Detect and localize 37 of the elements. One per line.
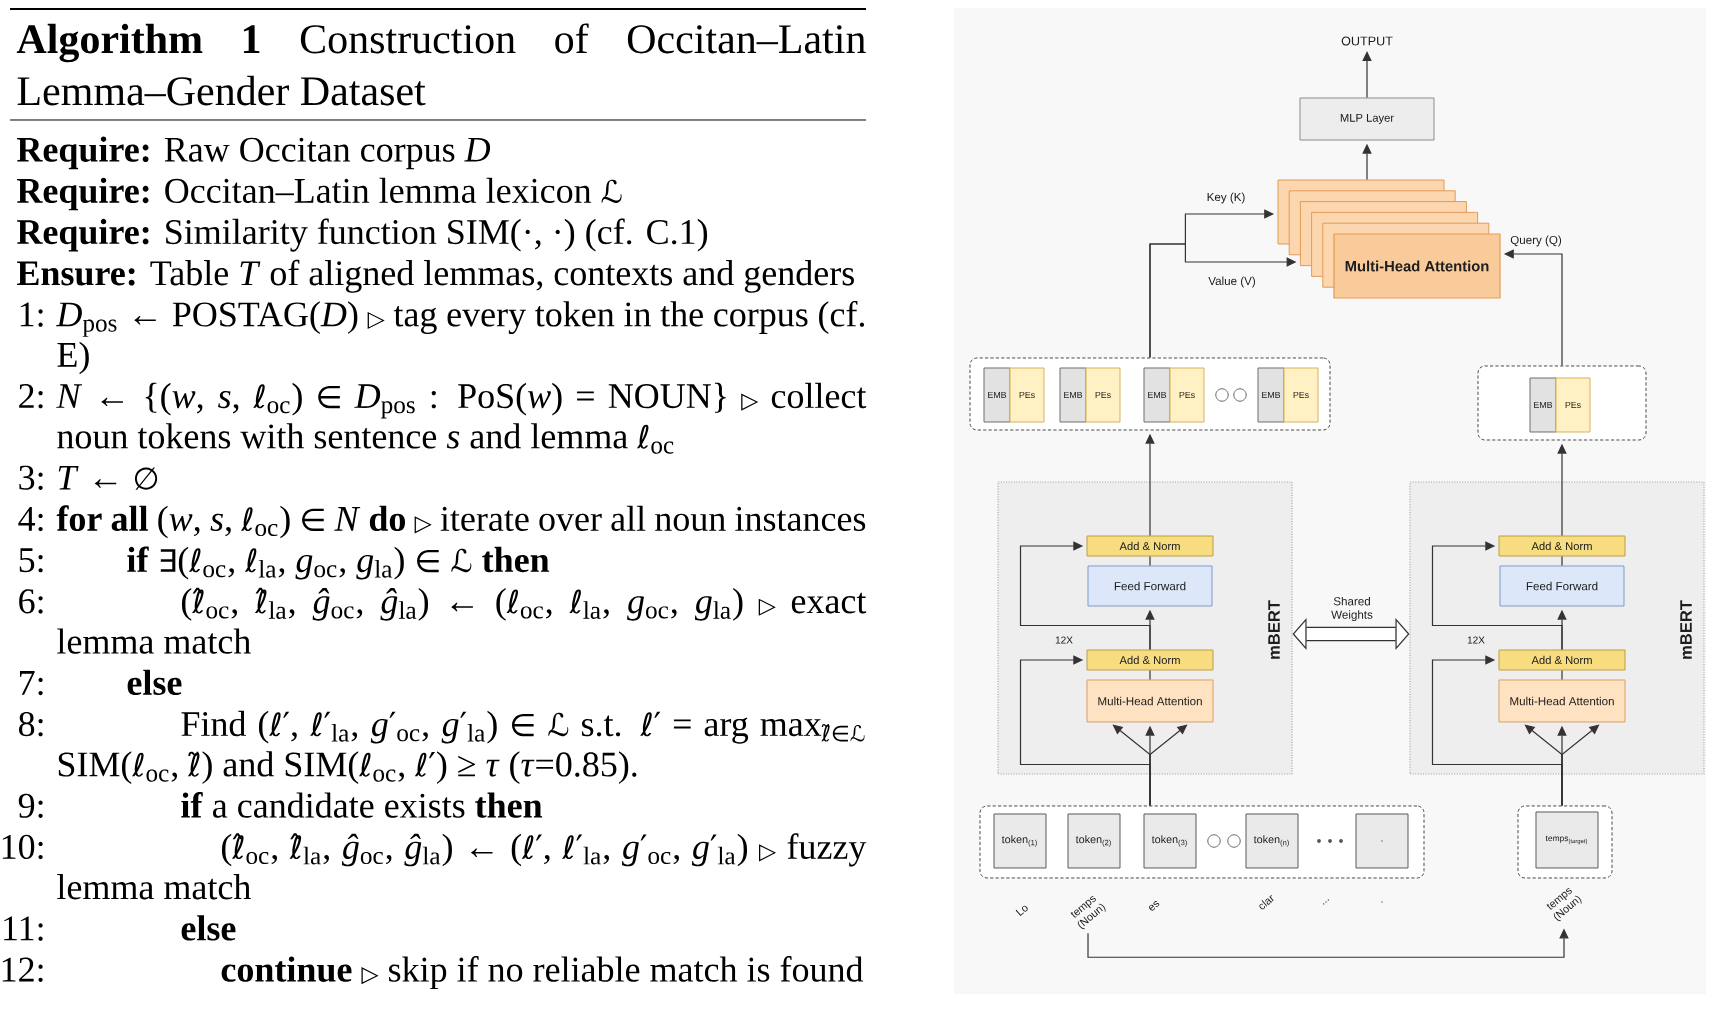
line-number: 12: <box>2 957 43 982</box>
line-number: 7: <box>20 671 43 696</box>
algorithm-title: Algorithm 1 Construction of Occitan–Latin Lemma–Gender Dataset <box>16 23 866 106</box>
line-number: 11: <box>4 916 43 941</box>
pseudocode-line: Ensure: Table T of aligned lemmas, contexts and genders <box>17 259 854 293</box>
pseudocode-line: else <box>127 669 182 695</box>
pseudocode-line: for all (w, s, ℓ$_{oc}$) ∈ N do ▷ iterate over all noun instances <box>56 505 866 539</box>
line-number: 8: <box>19 711 43 737</box>
line-number: 6: <box>19 589 43 614</box>
line-number: 1: <box>20 302 43 327</box>
arrow <box>1362 51 1372 99</box>
line-number: 10: <box>2 834 43 860</box>
pseudocode-line: Require: Similarity function SIM(·, ·) (cf. C.1) <box>17 218 708 252</box>
line-number: 9: <box>18 793 43 818</box>
pseudocode-line: Require: Raw Occitan corpus D <box>17 136 491 170</box>
pseudocode-line: T ← ∅ <box>58 465 158 490</box>
line-number: 2: <box>19 384 43 409</box>
encoder-label: mBERT <box>1680 600 1692 659</box>
line-number: 4: <box>18 506 43 532</box>
pseudocode-line: else <box>181 915 236 941</box>
pseudocode-line: continue ▷ skip if no reliable match is found <box>221 956 864 990</box>
pseudocode-line: Require: Occitan–Latin lemma lexicon ℒ <box>17 177 622 211</box>
line-number: 5: <box>19 548 43 573</box>
arrow <box>1431 541 1563 651</box>
pseudocode-line: Find (ℓ′, ℓ′$_{la}$, g′$_{oc}$, g′$_{la}$) ∈ ℒ s.t. ℓ′ = arg max$_{ℓ̃∈ℒ}$ SIM(ℓ$_{oc}$, ℓ̃) and SIM(ℓ$_{oc}$, ℓ′) ≥ τ (τ=0.85). <box>58 710 865 784</box>
double-arrow <box>1292 617 1410 651</box>
pseudocode-line: if ∃(ℓ$_{oc}$, ℓ$_{la}$, g$_{oc}$, g$_{la}$) ∈ ℒ then <box>127 546 550 580</box>
connector-line <box>1561 669 1563 681</box>
pseudocode-line: N ← {(w, s, ℓ$_{oc}$) ∈ D$_{pos}$ : PoS(w) = NOUN} ▷ collect noun tokens with sentence s and lemma ℓ$_{oc}$ <box>56 382 867 454</box>
arrow <box>1019 541 1151 651</box>
connector-line <box>1149 555 1151 567</box>
line-number: 3: <box>19 465 43 490</box>
pseudocode-line: D$_{pos}$ ← POSTAG(D) ▷ tag every token in the corpus (cf. E) <box>56 300 865 375</box>
connector-line <box>1149 669 1151 681</box>
pseudocode-line: if a candidate exists then <box>181 792 543 818</box>
encoder-label: mBERT <box>1268 600 1280 659</box>
connector-line <box>1561 555 1563 567</box>
